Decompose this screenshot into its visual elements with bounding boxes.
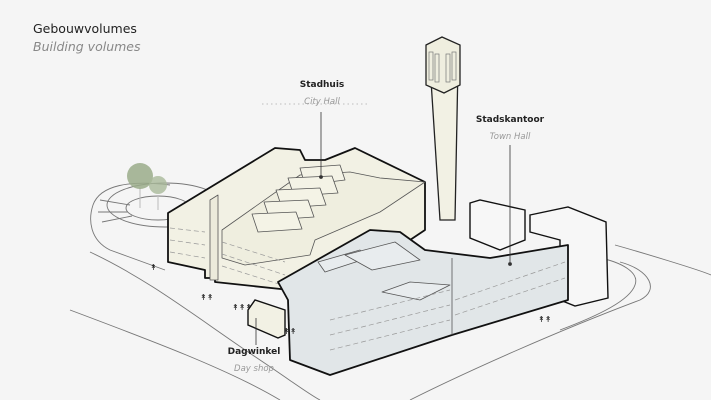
day-shop-building — [247, 299, 286, 339]
label-stadskantoor: Stadskantoor Town Hall — [470, 115, 550, 142]
svg-text:↟: ↟ — [150, 263, 157, 272]
label-stadskantoor-translation: Town Hall — [489, 132, 531, 142]
label-stadhuis-name: Stadhuis — [299, 80, 345, 90]
svg-text:↟↟↟: ↟↟↟ — [232, 303, 252, 312]
label-stadskantoor-name: Stadskantoor — [475, 115, 545, 125]
town-hall-building — [277, 229, 569, 376]
title-english: Building volumes — [33, 39, 141, 54]
label-stadhuis-translation: City Hall — [304, 97, 340, 107]
label-dagwinkel-name: Dagwinkel — [227, 347, 281, 357]
people-icons: ↟ ↟↟ ↟↟↟ ↟↟ ↟↟ — [150, 263, 551, 336]
svg-text:↟↟: ↟↟ — [538, 315, 551, 324]
diagram-title: Gebouwvolumes Building volumes — [33, 20, 141, 56]
svg-text:↟↟: ↟↟ — [283, 327, 296, 336]
title-dutch: Gebouwvolumes — [33, 21, 137, 36]
label-dagwinkel-translation: Day shop — [234, 364, 274, 374]
site-outline — [69, 182, 711, 400]
tree-icon — [127, 163, 167, 210]
svg-text:↟↟: ↟↟ — [200, 293, 213, 302]
chimney — [425, 36, 461, 221]
leader-lines — [255, 103, 512, 345]
label-dagwinkel: Dagwinkel Day shop — [214, 347, 294, 374]
label-stadhuis: Stadhuis City Hall — [282, 80, 362, 107]
rear-houses — [469, 199, 609, 307]
